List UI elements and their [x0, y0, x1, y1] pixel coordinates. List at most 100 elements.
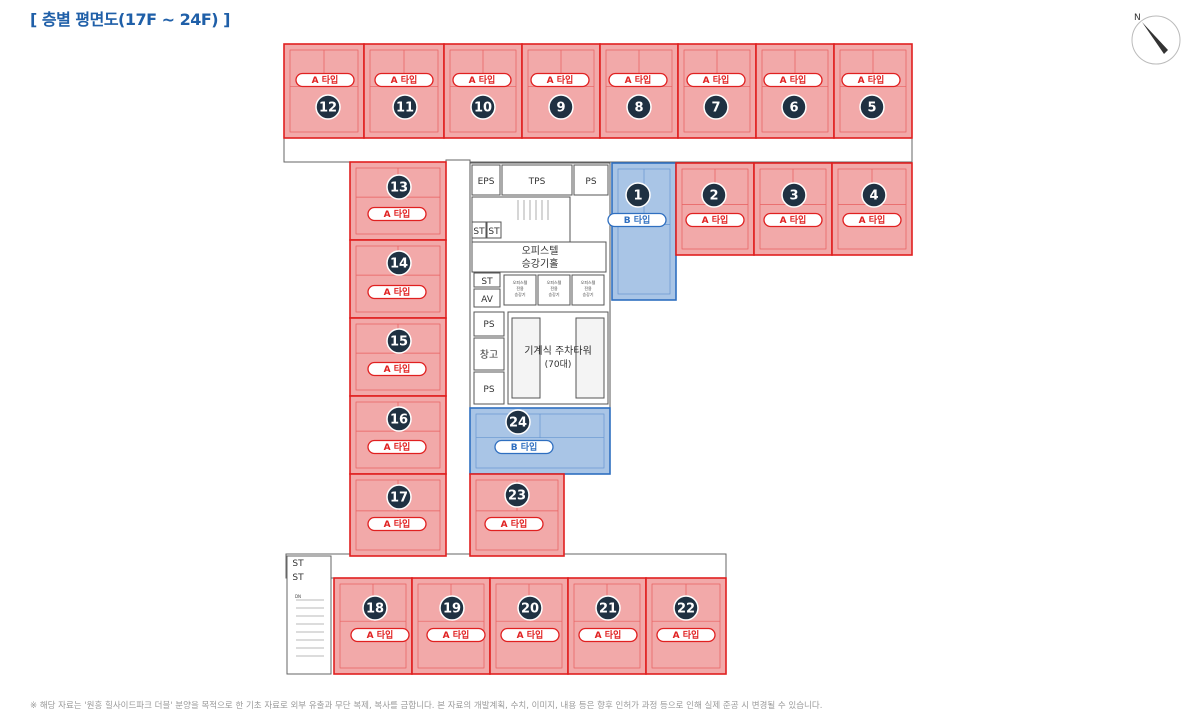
unit-21-type-label: A 타입 — [595, 629, 622, 641]
north-corridor — [283, 137, 913, 163]
av-label: AV — [481, 295, 494, 305]
unit-15-type-pill — [367, 361, 427, 377]
unit-14-badge — [386, 250, 412, 276]
unit-13-type-pill — [367, 206, 427, 222]
unit-16-type-label: A 타입 — [384, 441, 411, 453]
unit-6-type-pill — [763, 72, 823, 88]
ps-low-room — [473, 371, 505, 405]
unit-2-type-label: A 타입 — [702, 214, 729, 226]
unit-10-badge — [470, 94, 496, 120]
unit-4-type-pill — [842, 212, 902, 228]
unit-23-badge — [504, 482, 530, 508]
ps-mid-room — [473, 311, 505, 337]
unit-9-type-pill — [530, 72, 590, 88]
unit-14-type-label: A 타입 — [384, 286, 411, 298]
unit-14-type-pill — [367, 284, 427, 300]
unit-3-badge — [781, 182, 807, 208]
unit-24-type-label: B 타입 — [511, 441, 538, 453]
unit-11-type-label: A 타입 — [391, 74, 418, 86]
unit-9-type-label: A 타입 — [547, 74, 574, 86]
unit-3-type-label: A 타입 — [780, 214, 807, 226]
unit-22-number: 22 — [677, 602, 695, 617]
unit-9-number: 9 — [556, 101, 565, 116]
unit-21-type-pill — [578, 627, 638, 643]
unit-20-type-pill — [500, 627, 560, 643]
unit-7-type-pill — [686, 72, 746, 88]
unit-7-type-label: A 타입 — [703, 74, 730, 86]
unit-2-badge — [701, 182, 727, 208]
unit-13-number: 13 — [390, 181, 408, 196]
unit-16-badge — [386, 406, 412, 432]
unit-6-type-label: A 타입 — [780, 74, 807, 86]
ps-top-room — [573, 164, 609, 196]
parking-label-1: 기계식 주차타워 — [524, 344, 592, 357]
unit-15-type-label: A 타입 — [384, 363, 411, 375]
elevator-3 — [571, 274, 605, 306]
unit-2: A 타입2 — [675, 162, 755, 256]
unit-3-type-pill — [763, 212, 823, 228]
unit-3: A 타입3 — [753, 162, 833, 256]
ps-mid-label: PS — [483, 320, 494, 330]
storage-room — [473, 337, 505, 371]
unit-8-type-label: A 타입 — [625, 74, 652, 86]
unit-4-type-label: A 타입 — [859, 214, 886, 226]
elevator-3-line-2: 전용 — [584, 285, 592, 291]
unit-19-badge — [439, 595, 465, 621]
unit-24-partitions — [475, 413, 605, 469]
elevator-3-line-1: 오피스텔 — [581, 279, 596, 285]
office-hall-label-2: 승강기홀 — [522, 257, 559, 270]
compass-north-label: N — [1134, 13, 1141, 23]
unit-13-type-label: A 타입 — [384, 208, 411, 220]
south-corridor — [285, 553, 727, 579]
unit-6-number: 6 — [789, 101, 798, 116]
unit-9: A 타입 9 — [521, 43, 601, 139]
unit-13: A 타입 13 — [349, 161, 447, 241]
unit-8-badge — [626, 94, 652, 120]
unit-10-type-label: A 타입 — [469, 74, 496, 86]
compass-arrow-icon — [1142, 22, 1168, 54]
unit-22-type-pill — [656, 627, 716, 643]
unit-7: A 타입7 — [677, 43, 757, 139]
unit-5: A 타입5 — [833, 43, 913, 139]
elevator-hall — [471, 241, 607, 273]
st1-room — [471, 221, 487, 239]
elevator-1-line-1: 오피스텔 — [513, 279, 528, 285]
elevator-1-line-3: 승강기 — [514, 291, 525, 297]
ps-low-label: PS — [483, 385, 494, 395]
parking-label-2: (70대) — [545, 359, 572, 370]
elevator-1 — [503, 274, 537, 306]
parking-lift-1 — [511, 317, 541, 399]
unit-23-number: 23 — [508, 489, 526, 504]
unit-18-type-label: A 타입 — [367, 629, 394, 641]
corridors — [283, 137, 913, 675]
unit-8: A 타입8 — [599, 43, 679, 139]
unit-10-number: 10 — [474, 101, 492, 116]
elevator-2-line-3: 승강기 — [548, 291, 559, 297]
unit-1-type-pill — [607, 212, 667, 228]
unit-18-badge — [362, 595, 388, 621]
unit-11-badge — [392, 94, 418, 120]
unit-12-number: 12 — [319, 101, 337, 116]
unit-21-number: 21 — [599, 602, 617, 617]
st-sw2-label: ST — [292, 573, 304, 583]
core — [469, 162, 611, 409]
unit-11-number: 11 — [396, 101, 414, 116]
unit-1: B 타입1 — [607, 162, 677, 301]
elevator-2-line-1: 오피스텔 — [547, 279, 562, 285]
stair-lines — [296, 200, 549, 657]
unit-5-number: 5 — [867, 101, 876, 116]
unit-17-type-pill — [367, 516, 427, 532]
st2-label: ST — [488, 227, 500, 237]
av-room — [473, 288, 501, 308]
unit-12-badge — [315, 94, 341, 120]
west-corridor — [445, 159, 471, 557]
unit-23-type-pill — [484, 516, 544, 532]
